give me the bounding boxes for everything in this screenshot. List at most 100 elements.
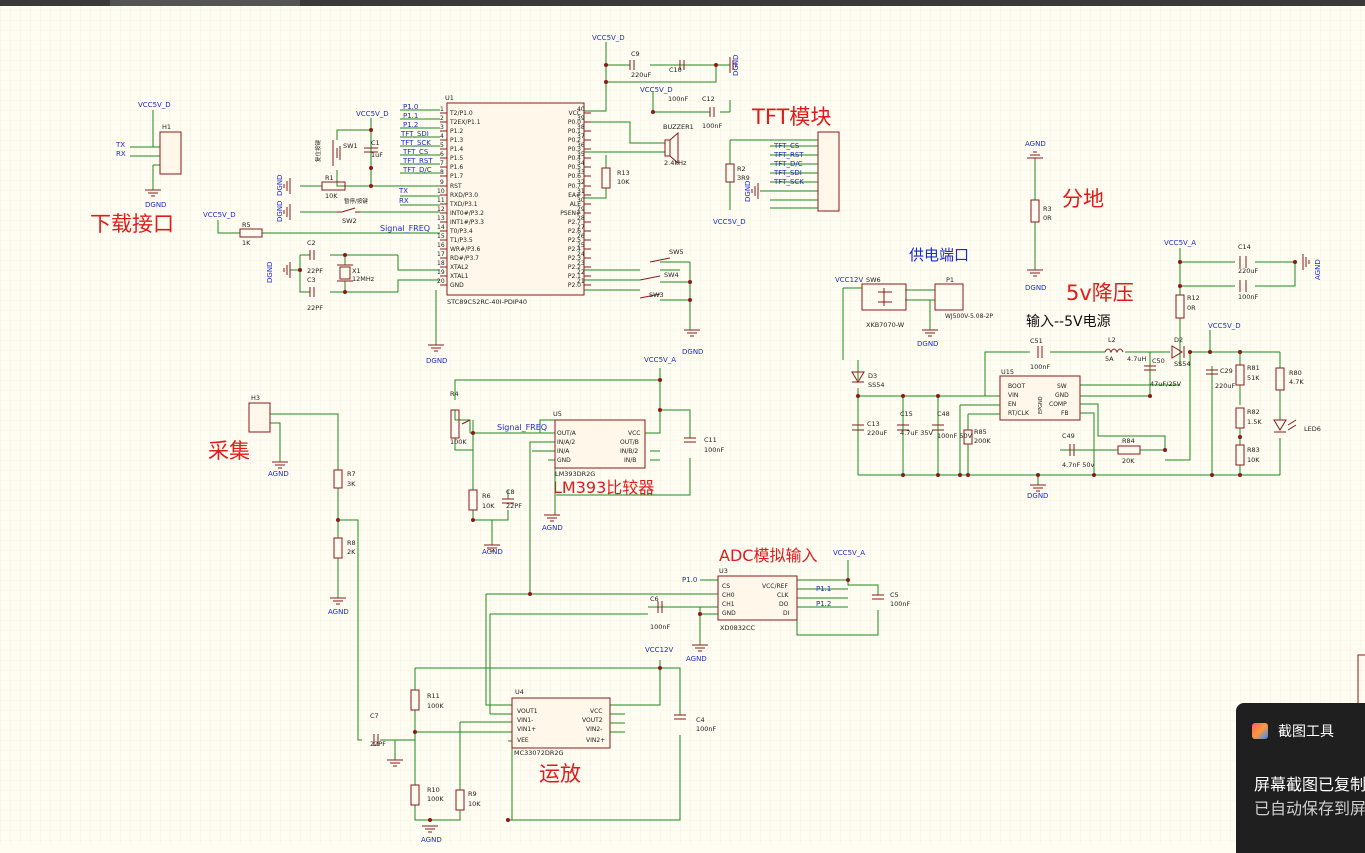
net-agnd-u5: AGND <box>542 524 563 532</box>
svg-text:INT0#/P3.2: INT0#/P3.2 <box>450 210 484 217</box>
svg-text:LED6: LED6 <box>1304 425 1321 433</box>
svg-text:VIN1-: VIN1- <box>517 717 533 724</box>
svg-text:U5: U5 <box>553 410 562 418</box>
svg-text:P2.3: P2.3 <box>568 255 581 262</box>
svg-text:4.7K: 4.7K <box>1289 378 1304 386</box>
svg-text:100K: 100K <box>427 795 444 803</box>
svg-text:R7: R7 <box>347 470 356 478</box>
svg-text:34: 34 <box>577 160 585 167</box>
svg-text:FB: FB <box>1061 410 1069 417</box>
svg-text:100nF: 100nF <box>702 122 723 130</box>
svg-text:RST: RST <box>450 183 462 190</box>
svg-text:37: 37 <box>577 133 585 140</box>
net-tft-dc-h: TFT_D/C <box>773 160 803 168</box>
net-p11-adc: P1.1 <box>816 585 831 593</box>
svg-text:9: 9 <box>440 179 444 186</box>
svg-text:17: 17 <box>437 251 445 258</box>
svg-text:R5: R5 <box>242 221 251 229</box>
notification-header: 截图工具 <box>1252 721 1334 741</box>
net-tft-rst-h: TFT_RST <box>773 151 804 159</box>
svg-text:T2/P1.0: T2/P1.0 <box>449 110 473 117</box>
net-agnd-opamp: AGND <box>421 836 442 844</box>
svg-text:SW1: SW1 <box>343 142 358 150</box>
net-dgnd-buck: DGND <box>1027 492 1048 500</box>
schematic-canvas[interactable]: 下载接口 TFT模块 分地 5v降压 采集 LM393比较器 ADC模拟输入 运… <box>0 6 1365 844</box>
svg-text:C13: C13 <box>867 420 880 428</box>
net-vcc5d-tft: VCC5V_D <box>713 218 746 226</box>
mcu-body <box>446 102 585 296</box>
components <box>159 60 1297 811</box>
svg-text:C12: C12 <box>702 95 715 103</box>
net-tft-sck: TFT_SCK <box>400 139 431 147</box>
svg-text:47uF/25V: 47uF/25V <box>1150 380 1182 388</box>
title-lm393: LM393比较器 <box>553 478 654 497</box>
svg-text:35: 35 <box>577 151 585 158</box>
svg-text:3: 3 <box>440 124 444 131</box>
net-tft-rst: TFT_RST <box>402 157 433 165</box>
svg-text:1uF: 1uF <box>371 151 383 159</box>
net-dgnd-sw2: DGND <box>276 201 284 222</box>
ground-symbols <box>145 57 1310 833</box>
svg-text:C2: C2 <box>307 239 316 247</box>
svg-text:R1: R1 <box>325 174 334 182</box>
svg-text:VIN: VIN <box>1008 392 1018 399</box>
svg-text:220uF: 220uF <box>1238 267 1259 275</box>
svg-text:14: 14 <box>437 224 445 231</box>
svg-text:DI: DI <box>783 610 790 617</box>
svg-text:R9: R9 <box>468 790 477 798</box>
net-signal-freq-mcu: Signal_FREQ <box>380 224 430 233</box>
svg-text:C9: C9 <box>631 50 640 58</box>
svg-text:EPGND: EPGND <box>1038 396 1044 414</box>
svg-text:C48: C48 <box>937 410 950 418</box>
svg-text:P1.6: P1.6 <box>450 164 463 171</box>
net-agnd-r6: AGND <box>482 548 503 556</box>
svg-text:21: 21 <box>577 278 585 285</box>
svg-text:P2.5: P2.5 <box>568 237 581 244</box>
svg-text:XD0832CC: XD0832CC <box>720 624 756 632</box>
net-dgnd-p1: DGND <box>917 340 938 348</box>
svg-text:36: 36 <box>577 142 585 149</box>
svg-text:22PF: 22PF <box>370 740 386 748</box>
svg-text:22PF: 22PF <box>307 304 323 312</box>
svg-text:WJ500V-5.08-2P: WJ500V-5.08-2P <box>945 313 993 320</box>
svg-text:24: 24 <box>577 251 585 258</box>
svg-text:10K: 10K <box>482 502 495 510</box>
svg-text:SS54: SS54 <box>868 381 885 389</box>
title-power-port: 供电端口 <box>909 246 969 264</box>
svg-text:H3: H3 <box>251 394 260 402</box>
svg-text:16: 16 <box>437 242 445 249</box>
document-tab[interactable] <box>110 0 300 6</box>
screenshot-notification[interactable]: 截图工具 屏幕截图已复制 已自动保存到屏 <box>1236 703 1365 853</box>
svg-text:C1: C1 <box>371 139 380 147</box>
svg-text:INT1#/P3.3: INT1#/P3.3 <box>450 219 484 226</box>
svg-text:R81: R81 <box>1247 364 1260 372</box>
svg-text:OUT/B: OUT/B <box>620 439 639 446</box>
svg-text:22PF: 22PF <box>307 267 323 275</box>
net-p11: P1.1 <box>403 112 418 120</box>
svg-text:C8: C8 <box>506 488 515 496</box>
svg-text:VEE: VEE <box>517 737 529 744</box>
net-agnd-c14: AGND <box>1314 259 1322 280</box>
svg-text:P2.4: P2.4 <box>568 246 581 253</box>
svg-text:20: 20 <box>437 278 445 285</box>
svg-text:IN/A/2: IN/A/2 <box>557 439 575 446</box>
svg-text:T2EX/P1.1: T2EX/P1.1 <box>449 119 481 126</box>
svg-text:U1: U1 <box>445 94 454 102</box>
svg-text:0R: 0R <box>1043 214 1052 222</box>
svg-text:SW4: SW4 <box>664 271 679 279</box>
section-titles: 下载接口 TFT模块 分地 5v降压 采集 LM393比较器 ADC模拟输入 运… <box>90 105 1134 786</box>
svg-text:22: 22 <box>577 269 585 276</box>
svg-text:TXD/P3.1: TXD/P3.1 <box>449 201 478 208</box>
net-vcc5a-c14: VCC5V_A <box>1164 239 1196 247</box>
svg-text:P1.4: P1.4 <box>450 146 463 153</box>
net-dgnd-mcu: DGND <box>426 357 447 365</box>
svg-text:10K: 10K <box>325 192 338 200</box>
svg-text:U15: U15 <box>1001 368 1014 376</box>
svg-text:P0.3: P0.3 <box>568 146 581 153</box>
svg-text:VIN2+: VIN2+ <box>586 737 605 744</box>
svg-text:10: 10 <box>437 188 445 195</box>
svg-text:P0.6: P0.6 <box>568 173 581 180</box>
